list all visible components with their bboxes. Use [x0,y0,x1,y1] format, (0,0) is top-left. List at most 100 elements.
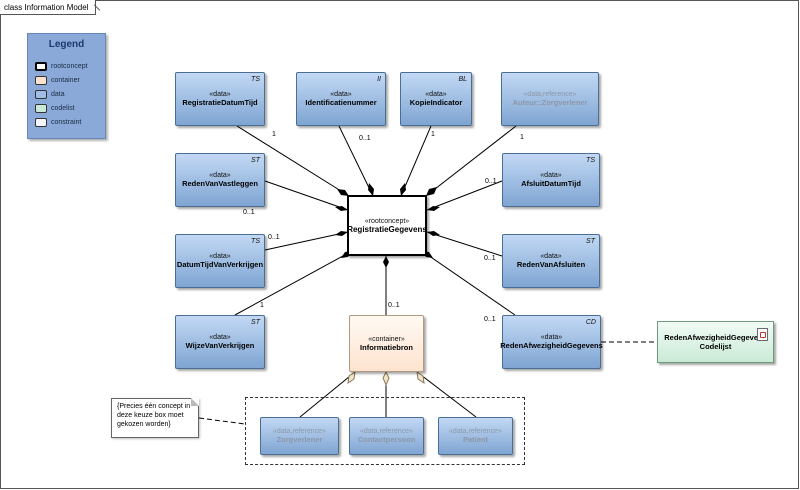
class-name: Patient [462,435,488,444]
assoc-afsluit-datum-tijd [426,180,503,211]
class-zorgverlener[interactable]: «data,reference» Zorgverlener [260,417,339,455]
constraint-note[interactable]: {Precies één concept in deze keuze box m… [111,398,199,438]
diamond-identificatienummer [368,183,374,196]
type-tag: ST [251,319,260,326]
class-name: AfsluitDatumTijd [521,179,581,188]
stereotype: «data» [209,334,231,341]
assoc-reden-van-afsluiten [426,231,503,257]
legend-swatch [35,103,47,113]
legend-swatch [35,117,47,127]
stereotype: «data» [209,172,231,179]
codelist-name: RedenAfwezigheidGegevens [664,333,767,342]
class-datum-tijd-van-verkrijgen[interactable]: TS «data» DatumTijdVanVerkrijgen [175,234,265,288]
legend-item-codelist: codelist [35,102,75,114]
stereotype: «data» [540,334,563,341]
class-registratie-datum-tijd[interactable]: TS «data» RegistratieDatumTijd [175,72,265,126]
class-name: Informatiebron [360,342,413,352]
hollow-diamond-contactpersoon [382,370,390,387]
type-tag: ST [251,157,260,164]
legend-label: data [51,90,65,98]
mult-auteur-zorgverlener: 1 [520,134,524,141]
class-name: RedenVanVastleggen [182,179,258,188]
legend-label: container [51,76,80,84]
legend-swatch [35,75,47,85]
assoc-choice-zorgverlener [299,371,356,418]
class-identificatienummer[interactable]: II «data» Identificatienummer [296,72,386,126]
class-reden-van-afsluiten[interactable]: ST «data» RedenVanAfsluiten [502,234,600,288]
type-tag: TS [251,238,260,245]
container-informatiebron[interactable]: «container» Informatiebron [349,315,424,372]
class-name: Identificatienummer [305,98,377,107]
diamond-informatiebron [383,256,389,268]
class-name: Zorgverlener [276,435,323,444]
legend-item-data: data [35,88,65,100]
mult-afsluit-datum-tijd: 0..1 [485,178,497,185]
legend: Legend rootconcept container data codeli… [27,33,106,139]
diamond-datum-tijd-van-verkrijgen [335,231,348,236]
class-patient[interactable]: «data,reference» Patient [438,417,513,455]
stereotype: «data,reference» [523,91,577,98]
mult-kopie-indicator: 1 [431,131,435,138]
hollow-diamond-patient [416,370,425,385]
codelist-reden-afwezigheid-gegevens[interactable]: RedenAfwezigheidGegevens Codelijst [657,321,774,363]
class-wijze-van-verkrijgen[interactable]: ST «data» WijzeVanVerkrijgen [175,315,265,369]
diamond-registratie-datum-tijd [337,189,349,196]
note-text: {Precies één concept in deze keuze box m… [117,403,191,428]
stereotype: «rootconcept» [364,217,410,225]
legend-label: codelist [51,104,75,112]
legend-swatch [35,89,47,99]
class-auteur-zorgverlener[interactable]: «data,reference» Auteur::Zorgverlener [501,72,599,126]
diamond-reden-van-vastleggen [335,206,348,211]
stereotype: «data» [540,253,562,260]
class-name: Contactpersoon [357,435,416,444]
mult-reden-van-vastleggen: 0..1 [243,209,255,216]
type-tag: TS [251,76,260,83]
diamond-afsluit-datum-tijd [427,206,440,211]
class-name: RedenAfwezigheidGegevens [500,341,603,350]
diamond-reden-van-afsluiten [427,231,440,236]
codelist-subtitle: Codelijst [699,342,732,351]
class-reden-afwezigheid-gegevens[interactable]: CD «data» RedenAfwezigheidGegevens [500,315,603,369]
mult-wijze-van-verkrijgen: 1 [260,302,264,309]
type-tag: TS [586,157,595,164]
stereotype: «data,reference» [360,428,413,435]
class-name: RedenVanAfsluiten [516,260,586,269]
class-afsluit-datum-tijd[interactable]: TS «data» AfsluitDatumTijd [502,153,600,207]
type-tag: CD [585,319,596,326]
stereotype: «container» [368,335,405,343]
note-fold [191,398,199,406]
type-tag: II [377,76,381,83]
class-kopie-indicator[interactable]: BL «data» KopieIndicator [400,72,472,126]
legend-item-container: container [35,74,80,86]
assoc-registratie-datum-tijd [236,125,350,197]
legend-item-rootconcept: rootconcept [35,60,88,72]
class-name: KopieIndicator [409,98,463,107]
mult-informatiebron: 0..1 [388,302,400,309]
mult-reden-afwezigheid-gegevens: 0..1 [484,316,496,323]
legend-item-constraint: constraint [35,116,81,128]
diagram-frame-title: class Information Model [0,0,96,15]
class-name: DatumTijdVanVerkrijgen [176,260,264,269]
class-contactpersoon[interactable]: «data,reference» Contactpersoon [349,417,424,455]
assoc-identificatienummer [338,125,374,197]
type-tag: ST [586,238,595,245]
stereotype: «data,reference» [449,428,502,435]
class-name: Auteur::Zorgverlener [512,98,588,107]
legend-label: constraint [51,118,82,126]
assoc-reden-afwezigheid [421,250,516,316]
rootconcept-registratie-gegevens[interactable]: «rootconcept» RegistratieGegevens [347,195,427,256]
stereotype: «data» [209,91,231,98]
diamond-kopie-indicator [400,183,406,196]
document-icon [757,328,768,341]
hollow-diamond-zorgverlener [347,370,356,385]
assoc-wijze-van-verkrijgen [234,250,353,316]
diamond-auteur-zorgverlener [426,187,437,196]
legend-swatch [35,61,47,71]
choice-box [245,397,525,465]
assoc-datum-tijd-van-verkrijgen [264,231,349,251]
stereotype: «data» [330,91,352,98]
class-reden-van-vastleggen[interactable]: ST «data» RedenVanVastleggen [175,153,265,207]
legend-label: rootconcept [51,62,88,70]
